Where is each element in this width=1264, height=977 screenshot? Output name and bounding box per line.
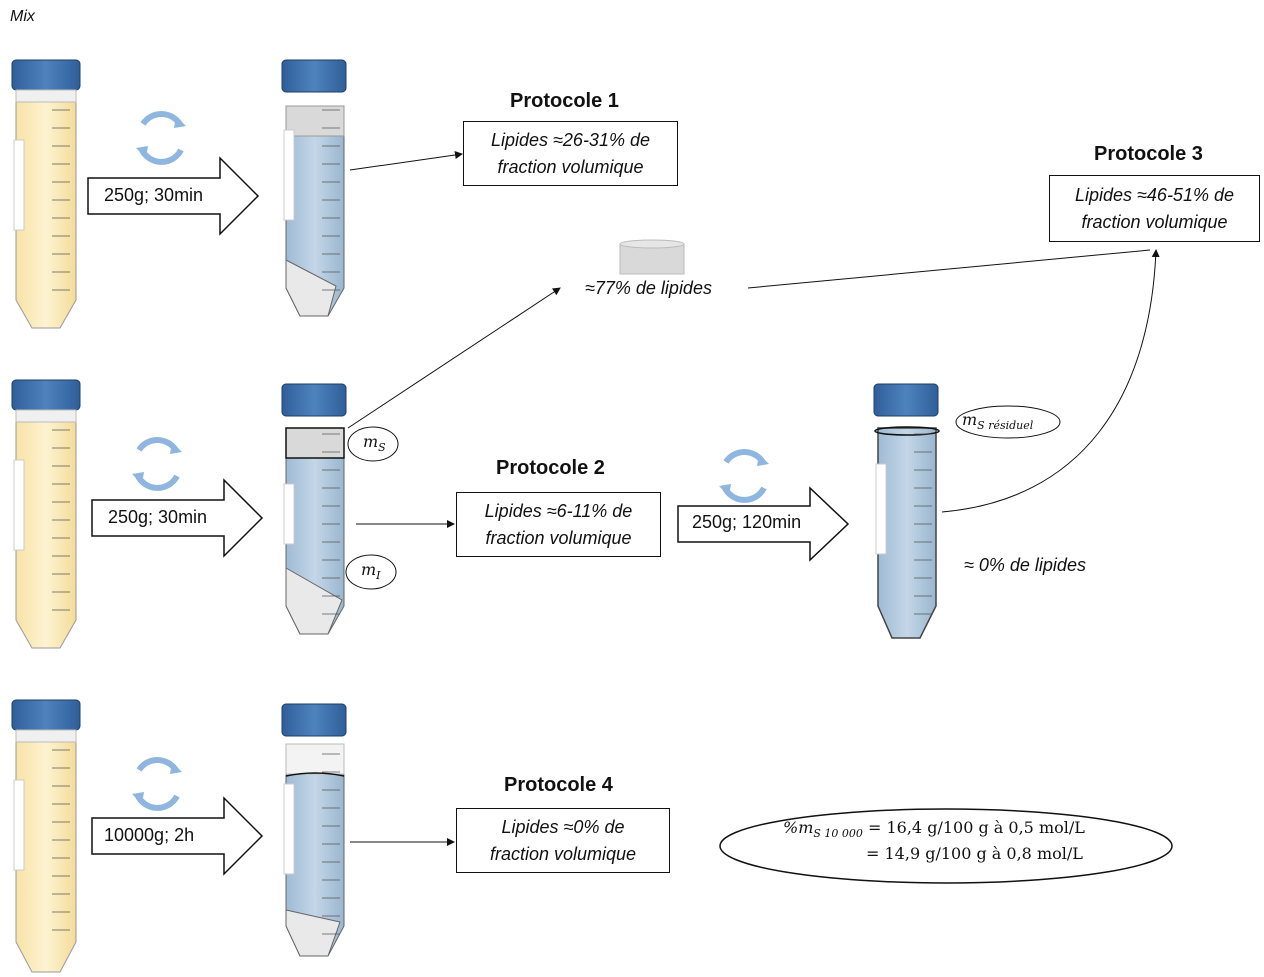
rotation-icon-1 — [136, 111, 186, 165]
rotation-icon-3 — [719, 449, 769, 503]
m-i-label: mI — [361, 560, 381, 583]
protocol-2-line1: Lipides ≈6-11% de — [484, 500, 633, 521]
protocol-2-line2: fraction volumique — [485, 527, 632, 548]
tube-mix-2 — [11, 379, 81, 649]
protocol-3-line2: fraction volumique — [1081, 211, 1228, 232]
tube-mix-3 — [11, 699, 81, 973]
formula-line-2: = 14,9 g/100 g à 0,8 mol/L — [866, 844, 1083, 863]
formula-ellipse — [719, 808, 1173, 884]
tube-mix-1 — [11, 59, 81, 329]
centrifuge-arrow-2 — [91, 478, 264, 558]
rotation-icon-4 — [132, 757, 182, 811]
protocol-3-box: Lipides ≈46-51% de fraction volumique — [1049, 175, 1260, 242]
protocol-3-line1: Lipides ≈46-51% de — [1075, 184, 1234, 205]
centrifuge-label-3: 10000g; 2h — [104, 825, 195, 845]
lipid-cake-shape — [619, 243, 685, 275]
protocol-4-box: Lipides ≈0% de fraction volumique — [456, 808, 670, 873]
protocol-3-title: Protocole 3 — [1094, 143, 1203, 165]
tube-protocol-2 — [281, 383, 347, 635]
centrifuge-label-2: 250g; 30min — [108, 507, 208, 527]
m-s-label: mS — [363, 432, 386, 455]
protocol-1-box: Lipides ≈26-31% de fraction volumique — [463, 121, 678, 186]
protocol-4-line2: fraction volumique — [489, 843, 637, 864]
residual-to-protocol-3-curve — [941, 249, 1160, 513]
protocol-2-box: Lipides ≈6-11% de fraction volumique — [456, 492, 661, 557]
protocol-4-line1: Lipides ≈0% de — [501, 816, 625, 837]
tube-scales — [52, 109, 932, 935]
m-i-bubble — [345, 554, 397, 590]
protocol-4-title: Protocole 4 — [504, 774, 613, 796]
protocol-2-title: Protocole 2 — [496, 457, 605, 479]
arrow-to-protocol-1 — [349, 151, 463, 171]
centrifuge-arrow-1 — [87, 156, 260, 236]
m-s-residual-bubble — [955, 405, 1061, 439]
m-s-bubble — [347, 426, 399, 462]
protocol-1-title: Protocole 1 — [510, 90, 619, 112]
tube-residual — [873, 383, 940, 639]
centrifuge-label-1: 250g; 30min — [104, 185, 204, 205]
lipid-cake-to-protocol-3-line — [747, 249, 1151, 289]
m-s-residual-label: mS résiduel — [962, 410, 1034, 433]
protocol-1-line1: Lipides ≈26-31% de — [491, 129, 650, 150]
formula-line-1: %mS 10 000 = 16,4 g/100 g à 0,5 mol/L — [783, 818, 1085, 841]
rotation-icon-2 — [132, 437, 182, 491]
protocol-1-line2: fraction volumique — [497, 156, 644, 177]
residual-lipid-label: ≈ 0% de lipides — [964, 555, 1086, 575]
centrifuge-arrow-4 — [677, 486, 850, 562]
lipid-cake-label: ≈77% de lipides — [585, 278, 712, 298]
arrow-to-lipid-cake — [347, 287, 561, 429]
mix-label: Mix — [10, 8, 35, 25]
tube-protocol-1 — [281, 59, 347, 317]
tube-protocol-4 — [281, 703, 347, 957]
centrifuge-label-4: 250g; 120min — [692, 512, 802, 532]
centrifuge-arrow-3 — [91, 796, 264, 876]
